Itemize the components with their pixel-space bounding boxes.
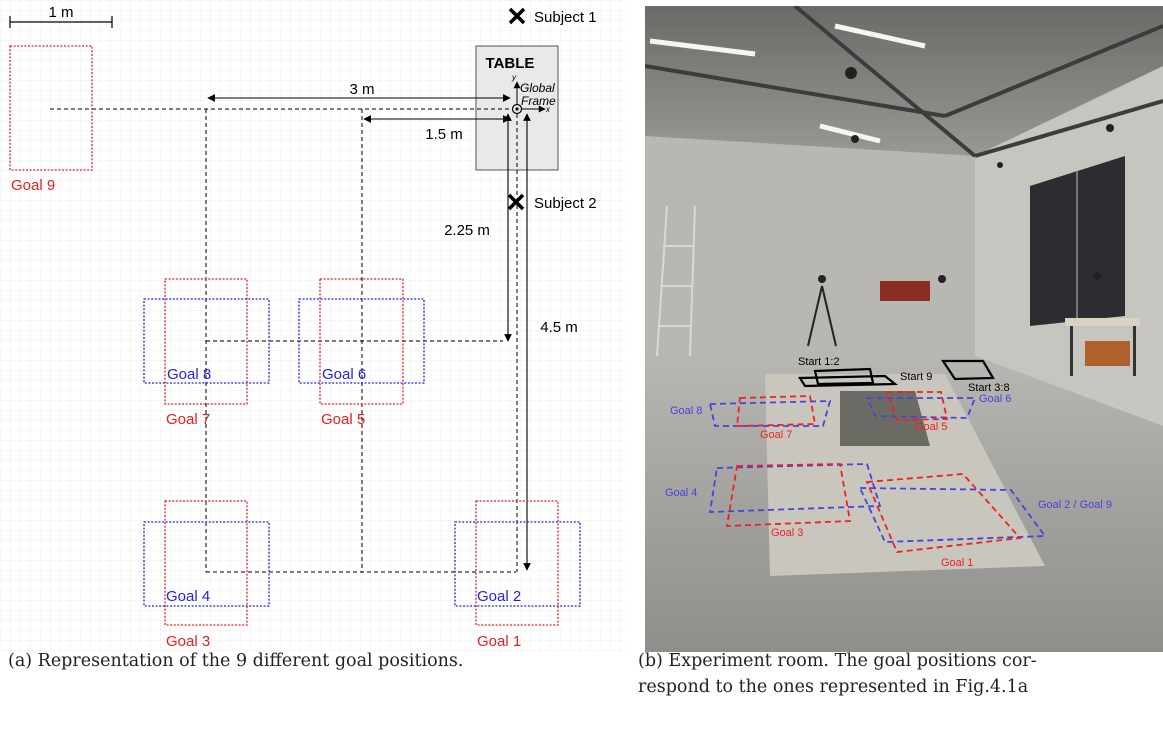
goal-4-area — [143, 521, 270, 607]
experiment-room-photo: Start 1:2 Start 9 Start 3:8 Goal 8 Goal … — [644, 4, 1163, 652]
goal-3-photo-label: Goal 3 — [771, 527, 803, 539]
goal-3-label: Goal 3 — [166, 633, 210, 650]
goal-7-area — [164, 278, 248, 405]
frame-y-axis-label: y — [511, 73, 517, 82]
goal-4-photo-label: Goal 4 — [665, 487, 697, 499]
goal-6-marking — [865, 397, 977, 419]
caption-b-line-1: (b) Experiment room. The goal positions … — [638, 651, 1037, 671]
camera-icon — [845, 67, 857, 79]
goal-2-9-marking — [858, 487, 1047, 543]
goal-7-label: Goal 7 — [166, 411, 210, 428]
goal-3-area — [164, 500, 248, 626]
camera-icon — [818, 275, 826, 283]
start-9-label: Start 9 — [900, 371, 932, 383]
distance-4-5m-label: 4.5 m — [540, 319, 578, 336]
scale-bar: 1 m — [9, 4, 113, 28]
goal-5-marking — [885, 391, 949, 421]
goal-positions-diagram: 1 m Subject 1 Subject 2 TABLE y x Global… — [0, 0, 625, 652]
goal-7-photo-label: Goal 7 — [760, 429, 792, 441]
ladder — [656, 205, 696, 357]
caption-a: (a) Representation of the 9 different go… — [8, 648, 618, 674]
cross-icon — [508, 7, 526, 25]
table-label: TABLE — [486, 55, 535, 72]
goal-1-photo-label: Goal 1 — [941, 557, 973, 569]
start-markings — [798, 359, 995, 388]
caption-b: (b) Experiment room. The goal positions … — [638, 648, 1158, 700]
distance-3m-label: 3 m — [349, 81, 374, 98]
dimension-arrows — [207, 94, 531, 571]
subject-2-label: Subject 2 — [534, 195, 597, 212]
goal-4-label: Goal 4 — [166, 588, 210, 605]
camera-icon — [938, 275, 946, 283]
goal-5-photo-label: Goal 5 — [915, 421, 947, 433]
start-3-8-label: Start 3:8 — [968, 382, 1010, 394]
frame-label-frame: Frame — [521, 94, 556, 108]
goal-8-photo-label: Goal 8 — [670, 405, 702, 417]
subject-1-marker: Subject 1 — [508, 7, 597, 26]
goal-5-label: Goal 5 — [321, 411, 365, 428]
caption-b-line-2: respond to the ones represented in Fig.4… — [638, 677, 1029, 697]
global-frame: y x Global Frame — [511, 73, 556, 115]
goal-4-marking — [708, 463, 882, 513]
camera-icon — [1093, 272, 1101, 280]
goal-8-marking — [708, 400, 832, 427]
furniture — [880, 281, 1140, 376]
goal-5-area — [319, 278, 404, 405]
goal-markings — [708, 391, 1047, 553]
goal-8-label: Goal 8 — [167, 366, 211, 383]
frame-label-global: Global — [520, 81, 555, 95]
goal-2-area — [454, 521, 581, 607]
window — [1030, 156, 1125, 326]
goal-2-9-photo-label: Goal 2 / Goal 9 — [1038, 499, 1112, 511]
motion-capture-cameras — [818, 67, 1114, 283]
camera-icon — [851, 135, 859, 143]
goal-1-marking — [865, 473, 1022, 553]
caption-a-text: (a) Representation of the 9 different go… — [8, 651, 464, 671]
goal-8-area — [143, 298, 270, 384]
distance-2-25m-label: 2.25 m — [444, 222, 490, 239]
start-1-2-label: Start 1:2 — [798, 356, 840, 368]
goal-2-label: Goal 2 — [477, 588, 521, 605]
goal-9-area — [9, 45, 93, 171]
frame-x-axis-label: x — [545, 105, 551, 114]
floor-mats — [765, 374, 1045, 576]
goal-areas — [9, 45, 581, 626]
scale-label: 1 m — [48, 4, 73, 21]
goal-6-photo-label: Goal 6 — [979, 393, 1011, 405]
subject-1-label: Subject 1 — [534, 9, 597, 26]
goal-6-label: Goal 6 — [322, 366, 366, 383]
goal-7-marking — [735, 395, 817, 427]
path-lines — [50, 108, 518, 573]
camera-icon — [1106, 124, 1114, 132]
goal-1-area — [475, 500, 559, 626]
camera-icon — [997, 162, 1003, 168]
goal-3-marking — [725, 463, 852, 527]
tripod — [807, 285, 837, 347]
ceiling-lights — [649, 23, 926, 144]
goal-1-label: Goal 1 — [477, 633, 521, 650]
goal-9-label: Goal 9 — [11, 177, 55, 194]
goal-6-area — [298, 298, 425, 384]
distance-1-5m-label: 1.5 m — [425, 126, 463, 143]
ceiling-beams — [644, 4, 1163, 158]
